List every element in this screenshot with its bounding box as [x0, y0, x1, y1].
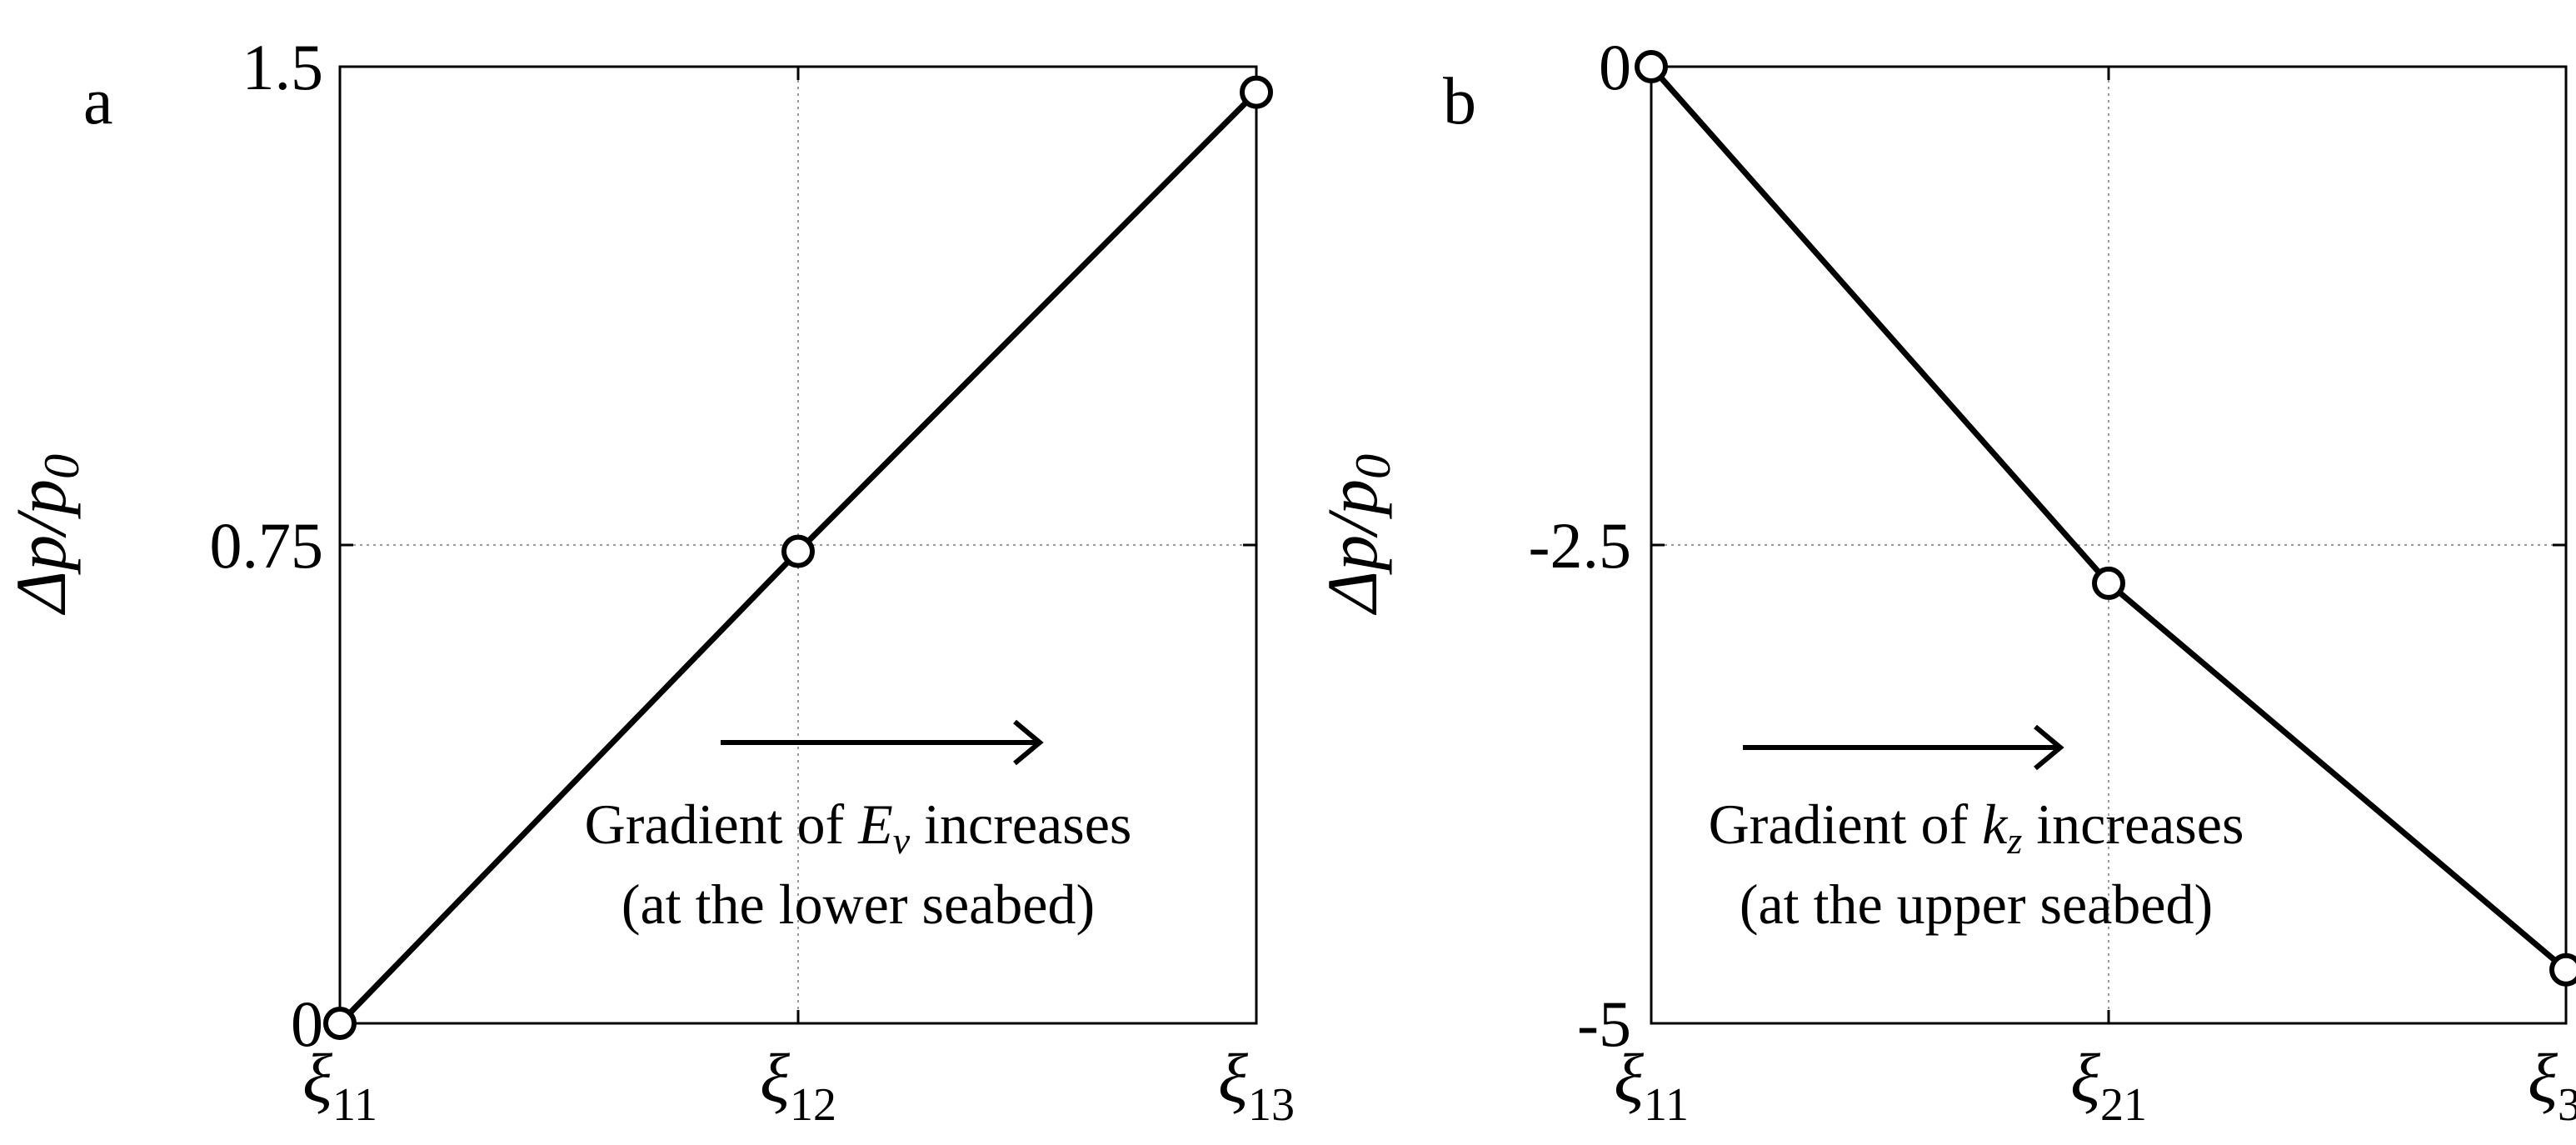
panel-b-ylabel: Δp/p0: [1312, 454, 1400, 615]
panel-a-annotation-line2: (at the lower seabed): [622, 872, 1095, 936]
xtick-label: ξ13: [1218, 1040, 1295, 1131]
panel-b-annotation-line1: Gradient of kz increases: [1709, 792, 2244, 862]
panel-b-series: [1635, 50, 2576, 987]
panel-b-annotation: Gradient of kz increases (at the upper s…: [1709, 724, 2244, 936]
xtick-label: ξ11: [1614, 1040, 1689, 1131]
panel-a-series: [323, 75, 1273, 1040]
data-point: [2092, 566, 2125, 600]
ytick-label: -2.5: [1529, 509, 1631, 582]
data-point: [1635, 50, 1668, 83]
data-point: [323, 1007, 357, 1040]
panel-b-grid: [1651, 67, 2566, 1023]
panel-a-yticks: 0 0.75 1.5: [210, 31, 1256, 1060]
data-point: [781, 534, 815, 568]
panel-b-annotation-arrow-head: [2034, 724, 2064, 771]
panel-b: b Δp/p0 -5 -2.5 0 ξ11 ξ21 ξ31 Gradient of kz…: [1312, 31, 2576, 1131]
ytick-label: -5: [1577, 988, 1631, 1060]
panel-a-annotation-line1: Gradient of Ev increases: [585, 792, 1132, 862]
ytick-label: 0.75: [210, 509, 324, 582]
panel-a-letter: a: [83, 65, 113, 138]
panel-b-annotation-line2: (at the upper seabed): [1740, 872, 2213, 936]
panel-b-yticks: -5 -2.5 0: [1529, 31, 2566, 1060]
ytick-label: 0: [1599, 31, 1631, 103]
panel-a-xticks: ξ11 ξ12 ξ13: [302, 67, 1295, 1131]
panel-a-annotation-arrow-head: [1013, 719, 1044, 766]
xtick-label: ξ21: [2070, 1040, 2147, 1131]
data-point: [1240, 75, 1273, 109]
data-point: [2549, 952, 2576, 987]
panel-a: a Δp/p0 0 0.75 1.5 ξ11 ξ12 ξ13 Gradient of E…: [1, 31, 1295, 1131]
ytick-label: 1.5: [242, 31, 324, 103]
xtick-label: ξ31: [2528, 1040, 2576, 1131]
panel-b-xticks: ξ11 ξ21 ξ31: [1614, 67, 2576, 1131]
xtick-label: ξ12: [760, 1040, 836, 1131]
ytick-label: 0: [291, 988, 323, 1060]
panel-b-letter: b: [1443, 65, 1476, 138]
xtick-label: ξ11: [302, 1040, 377, 1131]
panel-a-annotation: Gradient of Ev increases (at the lower s…: [585, 719, 1132, 936]
panel-a-ylabel: Δp/p0: [1, 454, 89, 615]
